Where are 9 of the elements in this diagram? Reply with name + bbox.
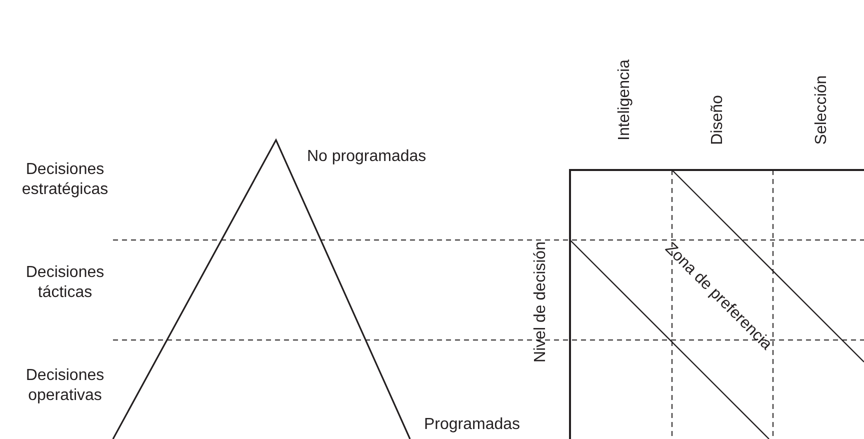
column-heading: Selección (812, 75, 831, 145)
level-label: Programadas (424, 415, 520, 435)
level-label: No programadas (307, 147, 426, 167)
axis-label: Nivel de decisión (531, 242, 550, 362)
column-heading: Inteligencia (615, 60, 634, 140)
column-heading: Diseño (708, 95, 727, 145)
level-label: Decisiones estratégicas (20, 160, 110, 200)
level-label: Decisiones tácticas (24, 263, 106, 303)
level-label: Decisiones operativas (24, 366, 106, 406)
